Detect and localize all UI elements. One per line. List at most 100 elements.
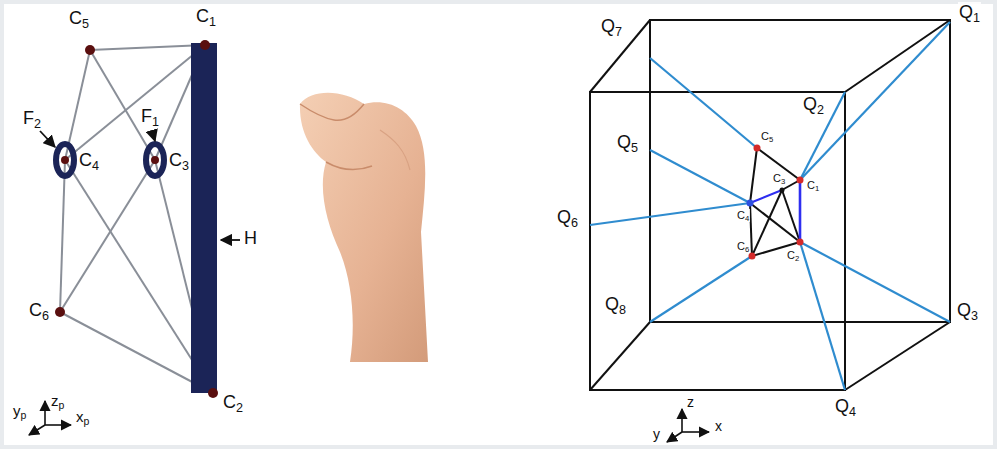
drawing-part [800, 22, 950, 180]
drawing-part [85, 45, 95, 55]
drawing-part [45, 424, 71, 426]
drawing-part [380, 130, 410, 170]
drawing-part [60, 160, 155, 312]
axes-right [667, 409, 709, 442]
cube-frame [590, 20, 950, 390]
finger-rings [56, 144, 164, 176]
drawing-part [681, 409, 683, 432]
point-label: Q8 [604, 294, 627, 316]
subscript: 1 [815, 184, 819, 193]
platform-links [750, 148, 800, 256]
subscript: 6 [571, 216, 578, 230]
point-label: H [243, 228, 258, 250]
drawing-part [146, 144, 164, 176]
drawing-part [56, 144, 74, 176]
handle-bar [191, 43, 217, 393]
subscript: 3 [971, 309, 978, 323]
subscript: 6 [745, 245, 749, 254]
subscript: p [84, 415, 90, 427]
drawing-part [667, 432, 682, 442]
subscript: 6 [42, 309, 49, 323]
drawing-part [60, 160, 65, 312]
drawing-part [44, 401, 46, 425]
drawing-part [800, 242, 845, 390]
point-label: Q1 [958, 2, 981, 24]
subscript: 4 [849, 405, 856, 419]
point-label: C1 [195, 6, 217, 28]
drawing-part [152, 131, 155, 141]
drawing-part [800, 242, 950, 322]
point-label: C2 [786, 249, 800, 262]
subscript: 4 [92, 159, 99, 173]
drawing-part [300, 104, 364, 120]
point-label: C4 [736, 209, 750, 222]
point-label: Q6 [556, 207, 579, 229]
subscript: 7 [615, 25, 622, 39]
drawing-part [65, 45, 205, 160]
drawing-part [650, 256, 752, 322]
point-label: C3 [168, 150, 190, 172]
drawing-part [750, 148, 757, 203]
point-label: F2 [22, 108, 42, 130]
point-label: F1 [140, 106, 160, 128]
point-label: C6 [736, 240, 750, 253]
subscript: 3 [781, 177, 785, 186]
drawing-part [845, 322, 950, 390]
point-label: Q4 [834, 396, 857, 418]
drawing-part [797, 177, 804, 184]
drawing-part [749, 253, 756, 260]
platform-cables [60, 45, 213, 393]
drawing-part [221, 239, 240, 241]
drawing-part [90, 50, 155, 160]
drawing-part [326, 162, 372, 169]
drawing-part [61, 156, 69, 164]
drawing-part [650, 58, 757, 148]
drawing-part [650, 20, 950, 322]
subscript: 2 [817, 103, 824, 117]
drawing-part [90, 45, 205, 50]
point-label: C3 [772, 172, 786, 185]
drawing-part [55, 307, 65, 317]
subscript: 1 [209, 15, 216, 29]
drawing-part [800, 92, 845, 180]
point-label: Q2 [802, 94, 825, 116]
subscript: 2 [34, 117, 41, 131]
hand-picture [300, 93, 428, 362]
cube-dots [747, 145, 804, 260]
drawing-part [590, 203, 750, 225]
drawing-part [845, 20, 950, 92]
point-label: C5 [760, 130, 774, 143]
pointer-arrows [40, 131, 240, 240]
point-label: yp [12, 402, 27, 420]
point-label: zp [50, 392, 65, 410]
subscript: p [21, 409, 27, 421]
subscript: 1 [973, 11, 980, 25]
subscript: 2 [236, 401, 243, 415]
point-label: C4 [78, 150, 100, 172]
drawing-part [40, 131, 55, 147]
drawing-part [65, 160, 213, 393]
drawing-part [650, 150, 750, 203]
handle-axis [799, 180, 802, 242]
point-label: Q3 [956, 300, 979, 322]
drawing-part [60, 312, 213, 393]
point-label: C5 [68, 8, 90, 30]
point-label: z [686, 394, 695, 411]
drawing-part [590, 92, 845, 390]
drawing-part [797, 239, 804, 246]
drawing-part [29, 425, 45, 435]
drawing-part [754, 145, 761, 152]
drawing-part [590, 322, 650, 390]
subscript: 4 [745, 214, 749, 223]
handle-link [750, 190, 782, 203]
anchor-dots [55, 40, 218, 398]
subscript: 8 [619, 303, 626, 317]
point-label: y [652, 426, 661, 443]
drawing-part [780, 188, 785, 193]
subscript: 1 [152, 115, 159, 129]
drawing-part [590, 20, 650, 92]
drawing-part [747, 200, 754, 207]
point-label: xp [75, 408, 90, 426]
drawing-part [208, 388, 218, 398]
